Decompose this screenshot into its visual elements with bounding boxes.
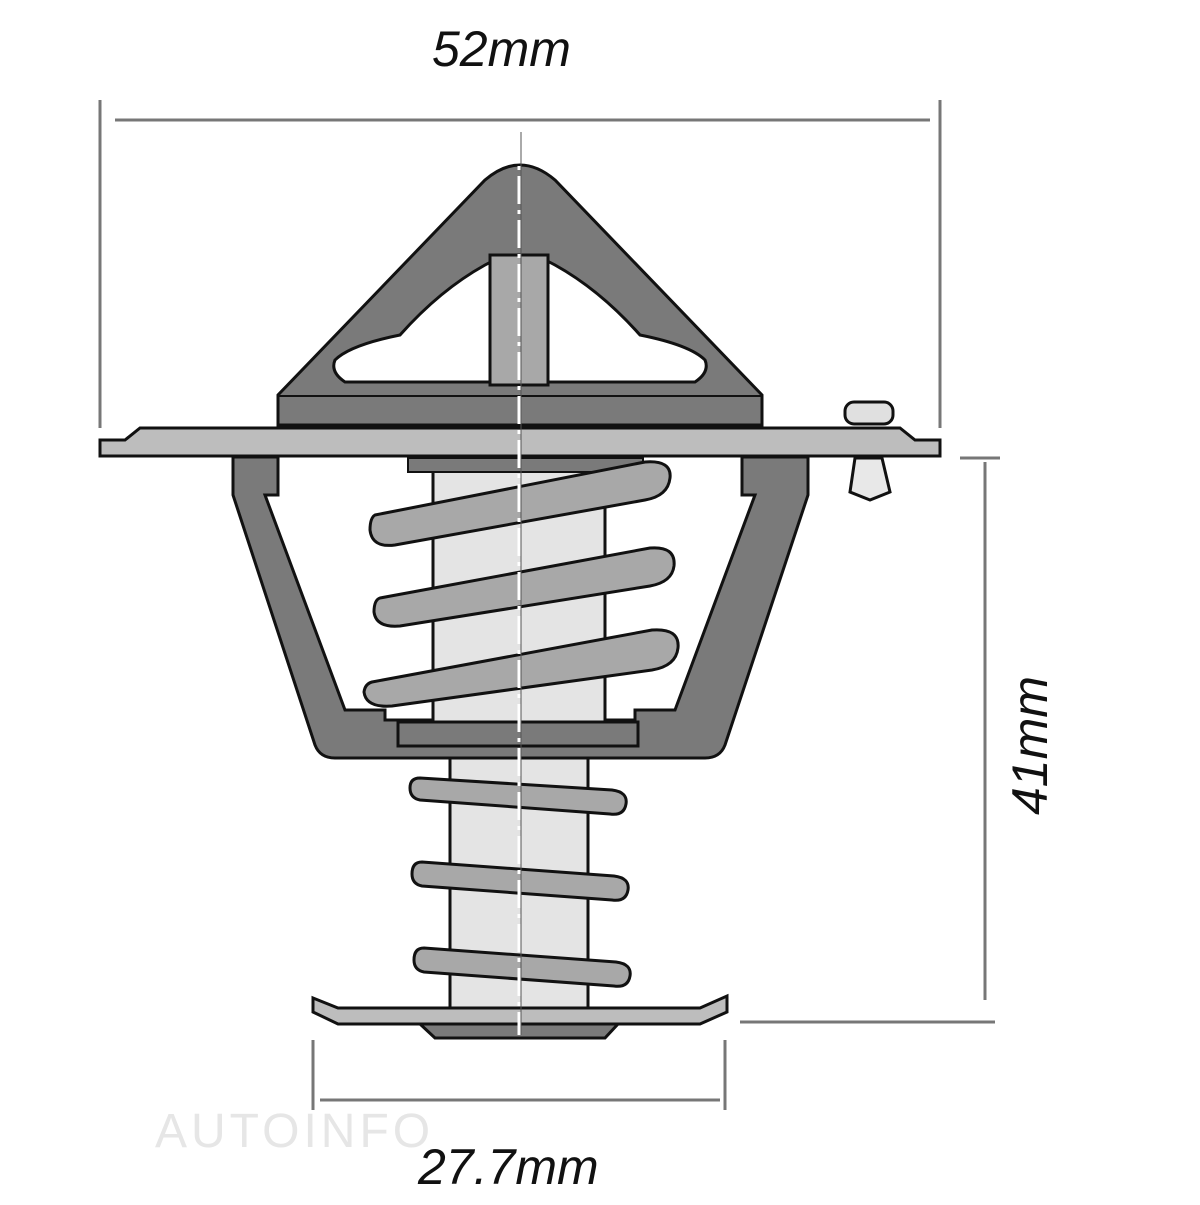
dimension-height-label: 41mm xyxy=(1002,676,1058,815)
watermark: AUTOINFO xyxy=(155,1105,435,1158)
dimension-lines xyxy=(98,100,1000,1110)
jiggle-valve xyxy=(843,400,895,502)
dimension-valve-diameter-label: 27.7mm xyxy=(418,1139,599,1195)
dimension-width-label: 52mm xyxy=(432,21,571,77)
